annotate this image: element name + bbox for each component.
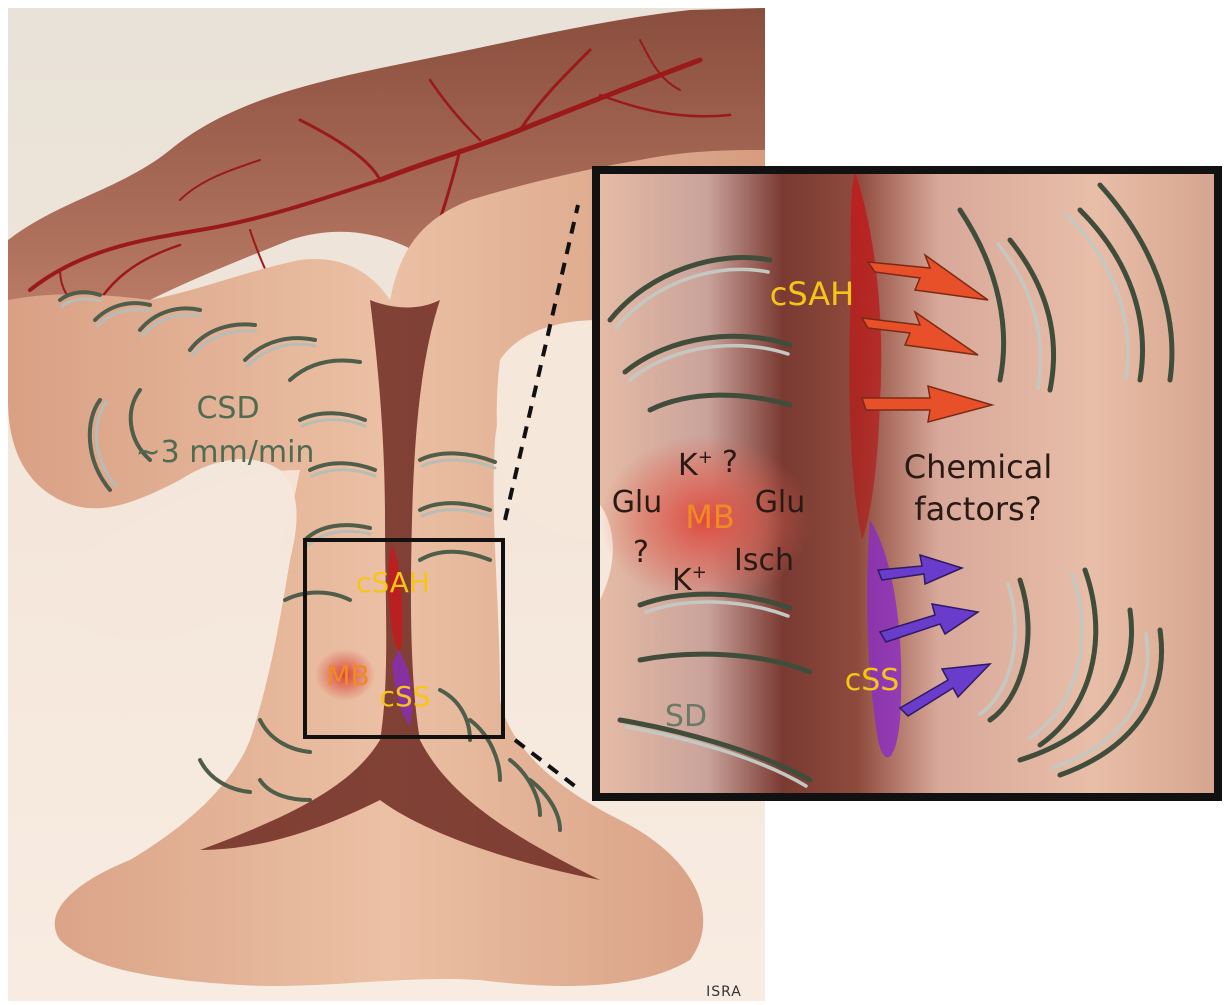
css-main-label: cSS: [380, 680, 431, 713]
csah-main-label: cSAH: [356, 566, 430, 599]
csd-label: CSD: [196, 391, 259, 426]
k-top-sup: +: [698, 447, 713, 468]
sd-inset-label: SD: [665, 699, 707, 734]
csd-speed-label: ~3 mm/min: [136, 435, 315, 470]
csah-inset-label: cSAH: [770, 275, 854, 313]
css-inset-label: cSS: [845, 663, 900, 698]
k-bottom-sup: +: [692, 562, 707, 583]
glu-right-label: Glu: [755, 485, 806, 520]
chemical-factors-line2: factors?: [914, 490, 1041, 528]
mb-main-label: MB: [326, 659, 369, 692]
mb-inset-label: MB: [685, 498, 735, 536]
k-top-letter: K: [678, 448, 699, 483]
q-left-label: ?: [633, 535, 649, 570]
artist-signature: ISRA: [706, 984, 742, 1000]
isch-label: Isch: [734, 543, 794, 578]
chemical-factors-line1: Chemical: [904, 448, 1052, 486]
k-bottom-letter: K: [672, 563, 693, 598]
q-top-label: ?: [722, 445, 738, 480]
glu-left-label: Glu: [612, 485, 663, 520]
